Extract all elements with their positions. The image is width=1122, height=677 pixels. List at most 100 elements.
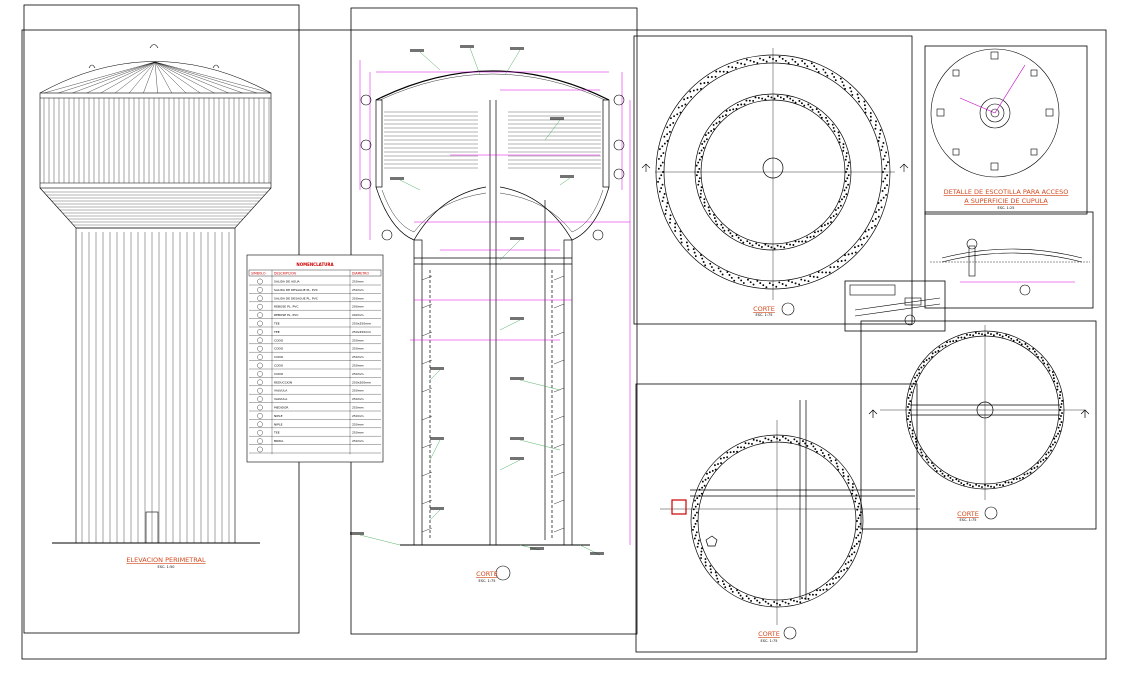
concrete-dot xyxy=(686,245,689,247)
ladder-rung xyxy=(553,499,565,505)
legend-symbol-icon xyxy=(257,387,263,394)
plan-top-scale: ESC. 1:75 xyxy=(756,313,773,317)
ladder-rung xyxy=(421,527,433,533)
concrete-dot xyxy=(666,126,669,129)
concrete-dot xyxy=(803,104,806,107)
concrete-dot xyxy=(941,472,944,475)
tank-section xyxy=(375,70,610,546)
concrete-dot xyxy=(978,485,980,487)
concrete-dot xyxy=(834,459,837,462)
concrete-dot xyxy=(1032,348,1035,350)
concrete-dot xyxy=(779,245,782,248)
concrete-dot xyxy=(683,98,686,101)
concrete-dot xyxy=(885,164,888,167)
concrete-dot xyxy=(877,215,880,218)
concrete-dot xyxy=(1052,374,1055,377)
concrete-dot xyxy=(851,489,854,492)
concrete-dot xyxy=(874,124,877,127)
concrete-dot xyxy=(666,140,669,142)
concrete-dot xyxy=(817,110,820,113)
concrete-dot xyxy=(744,442,747,445)
plan-top-markers xyxy=(641,163,909,172)
callout-text-mark xyxy=(530,547,544,550)
concrete-dot xyxy=(661,183,664,186)
concrete-dot xyxy=(702,261,705,263)
concrete-dot xyxy=(853,545,856,548)
concrete-dot xyxy=(730,276,733,279)
concrete-dot xyxy=(743,63,746,66)
plan-right-scale: ESC. 1:75 xyxy=(960,518,977,522)
section-dimensions xyxy=(359,60,631,545)
concrete-dot xyxy=(1052,377,1055,380)
concrete-dot xyxy=(792,99,794,102)
legend-description: NIPLE xyxy=(274,422,283,426)
concrete-dot xyxy=(955,339,958,342)
concrete-dot xyxy=(886,174,889,177)
concrete-dot xyxy=(820,229,823,232)
concrete-dot xyxy=(909,423,911,426)
concrete-dot xyxy=(838,141,841,144)
concrete-dot xyxy=(801,240,804,243)
concrete-dot xyxy=(723,456,725,459)
concrete-dot xyxy=(909,394,911,397)
concrete-dot xyxy=(660,174,663,177)
concrete-dot xyxy=(847,183,850,186)
concrete-dot xyxy=(848,555,851,558)
concrete-dot xyxy=(1060,403,1063,405)
section-shaft-right xyxy=(563,239,573,546)
concrete-dot xyxy=(880,206,883,209)
legend-symbol-icon xyxy=(257,320,263,327)
concrete-dot xyxy=(767,438,770,441)
concrete-dot xyxy=(753,597,756,600)
dome-rib xyxy=(114,61,156,94)
concrete-dot xyxy=(680,241,683,244)
concrete-dot xyxy=(728,585,731,588)
concrete-dot xyxy=(781,57,784,60)
concrete-dot xyxy=(846,167,849,170)
valve-chamber xyxy=(671,499,687,515)
concrete-dot xyxy=(1036,465,1039,468)
concrete-dot xyxy=(845,193,848,196)
concrete-dot xyxy=(847,478,850,481)
concrete-dot xyxy=(971,485,974,488)
concrete-dot xyxy=(729,109,731,112)
concrete-dot xyxy=(783,246,786,249)
concrete-dot xyxy=(819,113,822,116)
concrete-dot xyxy=(755,439,758,442)
concrete-dot xyxy=(764,243,767,246)
concrete-dot xyxy=(762,598,765,601)
concrete-dot xyxy=(949,476,952,479)
concrete-dot xyxy=(791,281,794,284)
concrete-dot xyxy=(729,232,732,235)
concrete-dot xyxy=(736,450,738,453)
concrete-dot xyxy=(721,273,724,276)
concrete-dot xyxy=(699,196,702,199)
concrete-dot xyxy=(951,479,954,481)
concrete-dot xyxy=(752,60,755,63)
concrete-dot xyxy=(803,62,806,65)
concrete-dot xyxy=(966,482,969,485)
legend-header-cell: DIAMETRO xyxy=(352,272,370,276)
concrete-dot xyxy=(855,542,858,545)
concrete-dot xyxy=(856,93,859,96)
concrete-dot xyxy=(1051,443,1054,446)
legend-symbol-icon xyxy=(257,287,263,293)
concrete-dot xyxy=(722,70,725,73)
concrete-dot xyxy=(743,446,746,449)
plan-top-viewport xyxy=(633,35,913,325)
concrete-dot xyxy=(1057,426,1060,429)
concrete-dot xyxy=(854,251,857,254)
legend-symbol-icon xyxy=(257,362,263,369)
concrete-dot xyxy=(811,593,814,596)
section-callouts xyxy=(350,45,604,556)
concrete-dot xyxy=(855,536,858,539)
concrete-dot xyxy=(798,442,801,445)
concrete-dot xyxy=(881,190,884,192)
concrete-dot xyxy=(927,461,930,464)
concrete-dot xyxy=(701,257,704,260)
concrete-dot xyxy=(761,97,764,100)
concrete-dot xyxy=(918,372,921,375)
concrete-dot xyxy=(701,142,704,145)
dome-rib xyxy=(154,61,258,94)
section-floor-right-inner xyxy=(499,189,604,233)
